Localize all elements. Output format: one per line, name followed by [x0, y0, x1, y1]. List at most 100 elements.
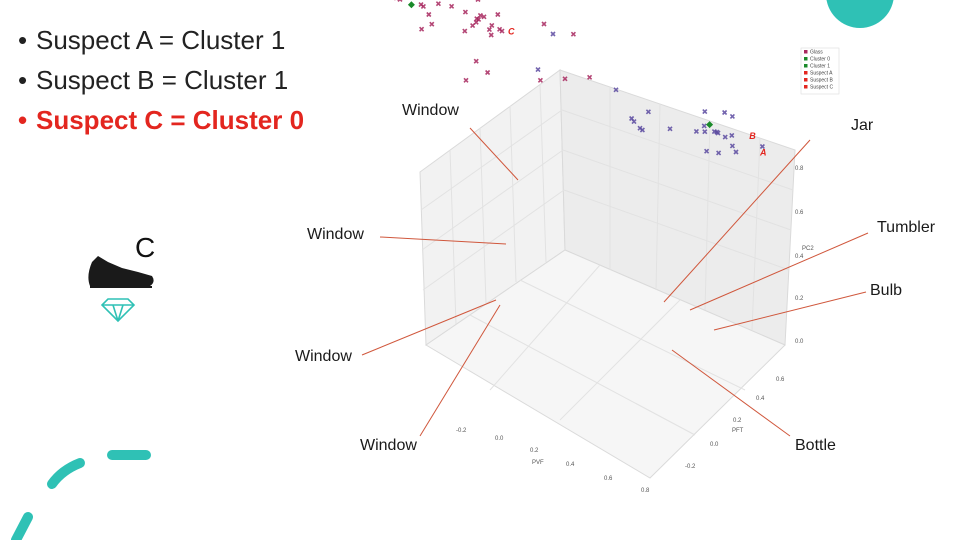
data-point-s0-29 [435, 1, 441, 7]
data-point-s1-24 [631, 119, 637, 125]
data-point-s1-12 [693, 128, 699, 134]
suspect-a-point: A [759, 147, 767, 157]
z-tick-4: 0.8 [795, 166, 804, 172]
data-point-s0-23 [419, 26, 425, 32]
x-tick-1: 0.0 [495, 436, 504, 442]
data-point-s0-34 [485, 69, 491, 76]
data-point-s1-16 [639, 127, 645, 133]
bullet-suspect-a: •Suspect A = Cluster 1 [18, 25, 286, 55]
data-point-s1-13 [729, 143, 735, 149]
legend-entry-2: Cluster 1 [810, 64, 830, 70]
data-point-s0-11 [489, 22, 495, 28]
legend-swatch-2 [804, 64, 808, 68]
z-tick-0: 0.0 [795, 339, 804, 345]
label-window-top: Window [402, 102, 459, 119]
data-point-s0-12 [462, 9, 468, 15]
data-point-s1-17 [613, 87, 619, 93]
y-axis-label: PFT [732, 428, 744, 434]
data-point-s0-39 [570, 31, 576, 37]
data-point-s1-5 [722, 109, 728, 116]
y-tick-4: 0.6 [776, 377, 785, 383]
z-tick-2: 0.4 [795, 254, 804, 260]
data-point-s1-7 [716, 150, 722, 156]
data-point-s0-30 [426, 11, 432, 18]
x-tick-0: -0.2 [456, 428, 467, 434]
shoe-icon [88, 256, 154, 288]
x-tick-4: 0.6 [604, 476, 613, 482]
grid-lines [420, 83, 794, 436]
data-point-s5-1 [706, 121, 714, 129]
x-tick-2: 0.2 [530, 448, 539, 454]
data-point-s0-9 [462, 28, 468, 34]
data-point-s1-8 [701, 123, 707, 129]
data-point-s1-20 [645, 109, 651, 115]
legend-entry-4: Suspect B [810, 78, 833, 84]
z-tick-3: 0.6 [795, 210, 804, 216]
data-point-s5-0 [407, 1, 415, 9]
label-window-bottom: Window [360, 437, 417, 454]
data-point-s0-0 [481, 14, 487, 20]
y-tick-0: -0.2 [685, 464, 696, 470]
label-bulb: Bulb [870, 282, 903, 299]
data-point-s0-4 [470, 23, 476, 29]
label-tumbler: Tumbler [877, 219, 936, 236]
legend-swatch-5 [804, 85, 808, 89]
legend-swatch-1 [804, 57, 808, 61]
diamond-icon [100, 298, 136, 323]
data-point-s0-36 [587, 74, 593, 80]
annotation-leader-lines [361, 127, 869, 437]
shoe-marker-letter: C [135, 232, 156, 263]
data-point-s0-37 [537, 77, 543, 83]
data-point-s0-24 [429, 21, 435, 27]
data-point-s0-5 [488, 32, 494, 38]
data-point-s0-14 [499, 28, 505, 34]
suspect-bullet-list: •Suspect A = Cluster 1 •Suspect B = Clus… [18, 20, 304, 140]
legend-swatch-3 [804, 71, 808, 75]
y-tick-2: 0.2 [733, 418, 742, 424]
y-tick-3: 0.4 [756, 396, 765, 402]
data-point-s0-20 [397, 0, 403, 2]
legend-swatch-4 [804, 78, 808, 82]
label-jar: Jar [851, 117, 874, 134]
label-window-left: Window [295, 348, 352, 365]
bullet-suspect-b: •Suspect B = Cluster 1 [18, 65, 289, 95]
legend-entry-3: Suspect A [810, 71, 833, 77]
data-point-s0-3 [495, 11, 501, 18]
data-point-s1-18 [550, 31, 556, 37]
x-axis-label: PVF [532, 460, 544, 466]
data-point-s0-35 [562, 76, 568, 82]
data-point-s1-2 [714, 129, 720, 135]
suspect-c-point: C [508, 26, 515, 36]
data-point-s0-28 [449, 3, 455, 9]
data-point-s0-32 [473, 58, 479, 64]
data-point-s0-6 [475, 0, 481, 3]
data-point-s1-9 [729, 113, 735, 119]
suspect-b-point: B [749, 131, 756, 141]
bullet-suspect-c: •Suspect C = Cluster 0 [18, 105, 305, 135]
data-point-s1-14 [702, 109, 708, 115]
axes-panes [419, 69, 796, 479]
data-point-s0-1 [477, 12, 483, 18]
legend-swatch-0 [804, 50, 808, 54]
z-axis-label: PC2 [802, 246, 814, 252]
data-point-s1-10 [733, 149, 739, 155]
data-point-s0-33 [463, 77, 469, 83]
data-point-s1-19 [667, 126, 673, 132]
data-point-s1-4 [704, 148, 710, 154]
x-tick-3: 0.4 [566, 462, 575, 468]
data-point-s1-11 [702, 129, 708, 135]
legend-entry-5: Suspect C [810, 85, 833, 91]
data-point-s0-22 [418, 2, 424, 8]
data-point-s0-8 [486, 27, 492, 33]
data-point-s1-21 [759, 143, 765, 150]
decorative-teal-strokes [11, 450, 151, 540]
label-window-mid: Window [307, 226, 364, 243]
x-tick-5: 0.8 [641, 488, 650, 494]
y-tick-1: 0.0 [710, 442, 719, 448]
data-point-s1-6 [729, 132, 735, 138]
data-point-s1-22 [535, 67, 541, 73]
z-tick-1: 0.2 [795, 296, 804, 302]
label-bottle: Bottle [795, 437, 836, 454]
legend-entry-1: Cluster 0 [810, 57, 830, 63]
